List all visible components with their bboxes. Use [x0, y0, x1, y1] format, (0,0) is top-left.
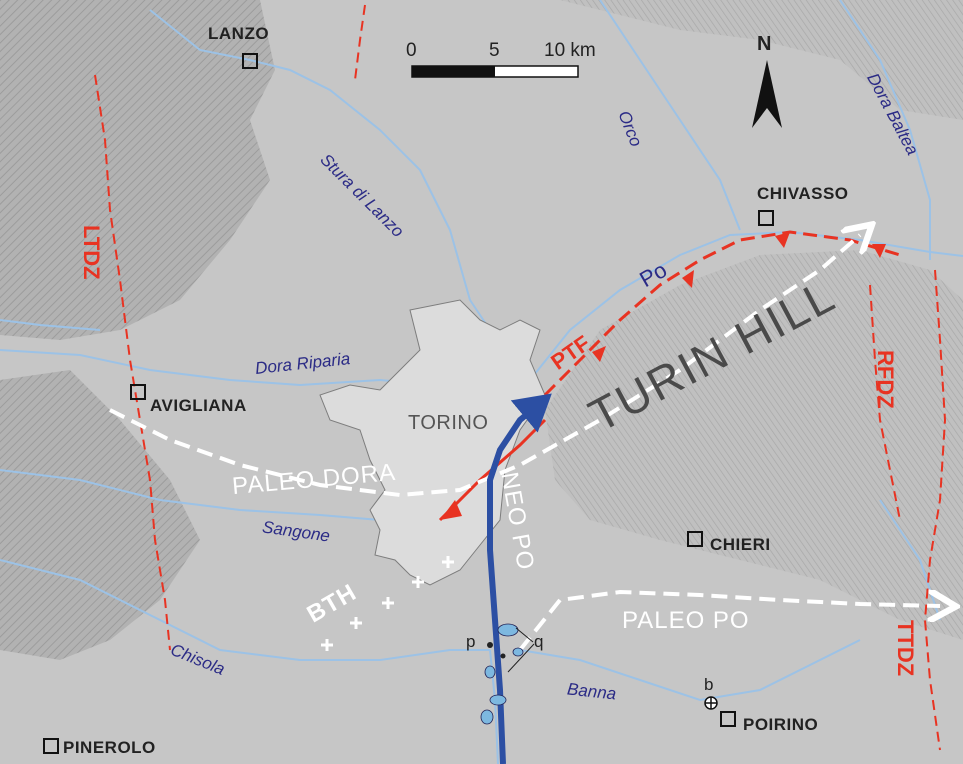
point-label-p: p	[466, 632, 476, 651]
fault-label-ltdz: LTDZ	[79, 225, 104, 280]
fault-lines	[94, 4, 947, 751]
town-label-chivasso: Chivasso	[757, 184, 849, 203]
borehole-b-marker	[704, 696, 718, 710]
scale-bar	[411, 65, 579, 78]
bth-crosses	[321, 556, 454, 651]
quarry-lakes	[480, 623, 524, 725]
northern-hills	[560, 0, 963, 120]
fault-ttdz	[923, 269, 947, 751]
avigliana-marker	[130, 384, 146, 400]
fault-ltdz	[94, 74, 171, 651]
point-label-q: q	[534, 632, 544, 651]
paleo-po-label: PALEO PO	[622, 607, 750, 634]
town-label-torino: Torino	[408, 412, 489, 434]
river-orco	[599, 0, 741, 231]
river-po-north	[494, 230, 963, 401]
town-markers	[43, 53, 774, 754]
river-dora-baltea	[839, 0, 931, 260]
paleo-po-arrow	[518, 592, 940, 652]
river-sangone	[0, 469, 381, 521]
river-stura	[149, 9, 491, 331]
town-label-poirino: Poirino	[743, 715, 819, 734]
town-label-avigliana: Avigliana	[150, 396, 247, 415]
neo-po-arrow	[487, 393, 552, 764]
town-label-pinerolo: Pinerolo	[63, 738, 156, 757]
town-label-chieri: Chieri	[710, 535, 771, 554]
scale-tick-0: 0	[406, 40, 417, 61]
fault-north	[354, 4, 366, 81]
town-label-lanzo: Lanzo	[208, 24, 270, 43]
thrust-teeth	[440, 232, 886, 520]
turin-hill-relief	[545, 250, 963, 640]
north-arrow-icon	[752, 60, 782, 128]
alps-relief-south	[0, 370, 200, 660]
fault-label-ttdz: TTDZ	[893, 620, 918, 677]
pinerolo-marker	[43, 738, 59, 754]
scale-tick-10: 10 km	[544, 40, 596, 61]
fault-ptf	[543, 230, 901, 397]
lanzo-marker	[242, 53, 258, 69]
poirino-marker	[720, 711, 736, 727]
scale-tick-5: 5	[489, 40, 500, 61]
north-label: N	[757, 33, 772, 55]
fault-rfdz	[869, 284, 901, 521]
chieri-marker	[687, 531, 703, 547]
river-banna	[519, 639, 861, 702]
river-upper-left	[0, 319, 101, 331]
point-label-b: b	[704, 675, 714, 694]
fault-label-rfdz: RFDZ	[873, 350, 898, 409]
alps-relief	[0, 0, 275, 340]
river-chisola	[0, 559, 490, 661]
chivasso-marker	[758, 210, 774, 226]
point-p-marker	[487, 642, 493, 648]
